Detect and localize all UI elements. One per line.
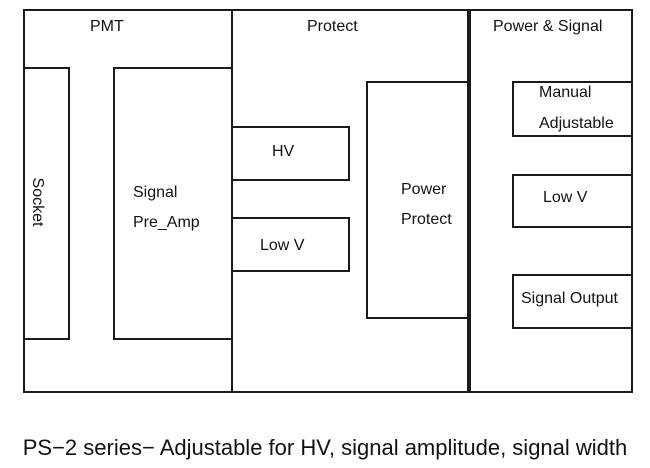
protect-section-title: Protect [307, 18, 358, 35]
signal-preamp-block [113, 67, 233, 340]
manual-adjustable-block [512, 81, 633, 137]
manual-adjustable-label-line2: Adjustable [539, 115, 614, 132]
diagram-caption: PS−2 series− Adjustable for HV, signal a… [22, 435, 628, 460]
signal-output-label: Signal Output [521, 290, 618, 307]
power-low-v-label: Low V [543, 189, 588, 206]
power-protect-label-line2: Protect [401, 211, 452, 228]
power-signal-section-title: Power & Signal [493, 18, 603, 35]
protect-low-v-label: Low V [260, 237, 305, 254]
socket-label: Socket [29, 177, 46, 227]
signal-output-block [512, 274, 633, 329]
power-protect-label-line1: Power [401, 181, 447, 198]
pmt-section-title: PMT [90, 18, 124, 35]
hv-block [231, 126, 350, 181]
power-low-v-block [512, 174, 633, 228]
power-protect-block [366, 81, 469, 319]
signal-preamp-label-line2: Pre_Amp [133, 214, 200, 231]
hv-label: HV [272, 143, 295, 160]
signal-preamp-label-line1: Signal [133, 184, 178, 201]
manual-adjustable-label-line1: Manual [539, 84, 592, 101]
protect-low-v-block [231, 217, 350, 272]
socket-block [23, 67, 70, 340]
